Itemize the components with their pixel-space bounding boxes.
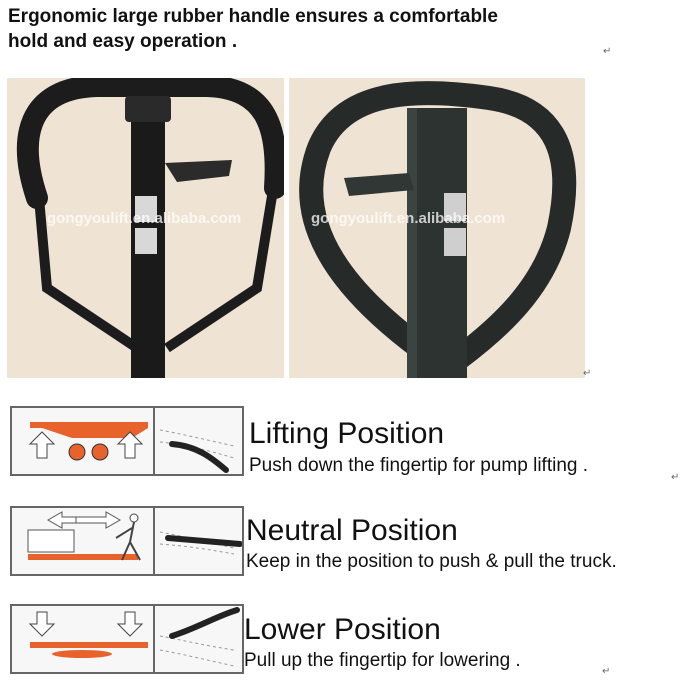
lower-position-title: Lower Position <box>244 613 441 646</box>
lifting-illustration <box>28 408 235 474</box>
lifting-position-diagram <box>10 406 244 476</box>
neutral-position-description: Keep in the position to push & pull the … <box>246 551 617 572</box>
handle-photo-front: gongyoulift.en.alibaba.com <box>7 78 284 378</box>
return-mark: ↵ <box>671 472 680 483</box>
header-text: Ergonomic large rubber handle ensures a … <box>8 4 608 54</box>
header-line-2: hold and easy operation . <box>8 31 238 52</box>
return-mark: ↵ <box>603 46 612 57</box>
watermark-text: gongyoulift.en.alibaba.com <box>311 210 506 227</box>
return-mark: ↵ <box>602 666 611 677</box>
lower-position-description: Pull up the fingertip for lowering . <box>244 650 521 671</box>
lower-illustration <box>28 606 240 672</box>
handle-side-illustration <box>289 78 585 378</box>
neutral-illustration <box>27 508 242 574</box>
handle-front-illustration <box>7 78 284 378</box>
lower-position-diagram <box>10 604 244 674</box>
neutral-position-diagram <box>10 506 244 576</box>
lifting-position-title: Lifting Position <box>249 417 445 450</box>
watermark-text: gongyoulift.en.alibaba.com <box>47 210 242 227</box>
return-mark: ↵ <box>583 368 592 379</box>
header-line-1: Ergonomic large rubber handle ensures a … <box>8 6 498 27</box>
handle-photo-side: gongyoulift.en.alibaba.com <box>289 78 585 378</box>
lifting-position-description: Push down the fingertip for pump lifting… <box>249 455 589 476</box>
neutral-position-title: Neutral Position <box>246 514 458 547</box>
